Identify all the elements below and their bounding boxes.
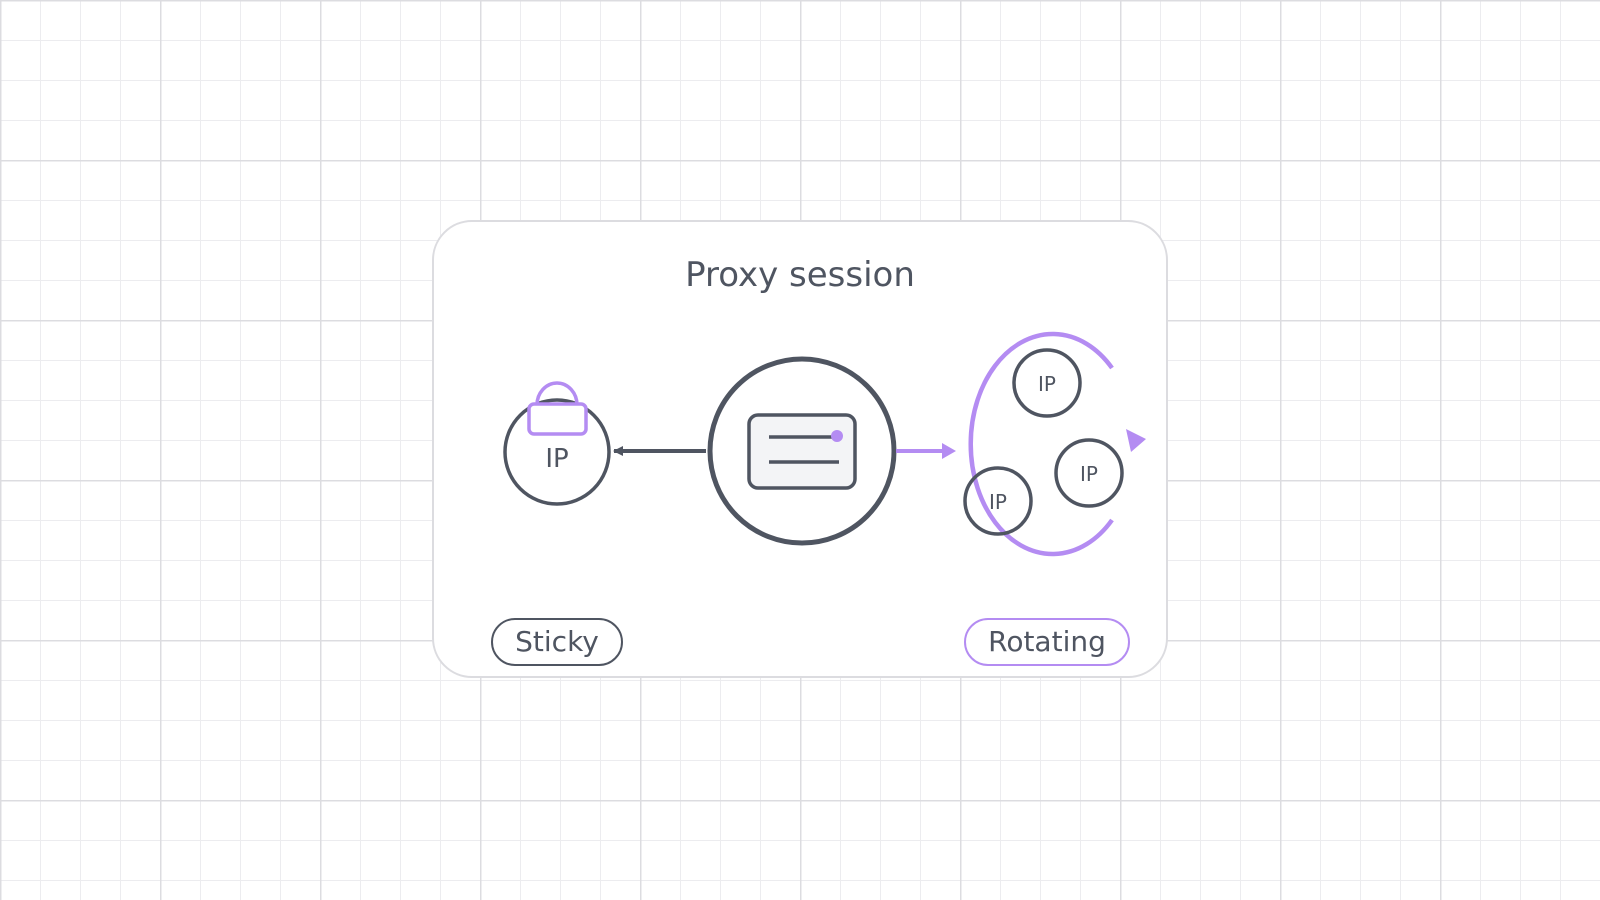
proxy-node — [707, 356, 897, 546]
rotating-badge: Rotating — [964, 618, 1130, 666]
rotating-ip-node: IP — [1054, 438, 1124, 508]
rotating-ip-label: IP — [1080, 462, 1098, 486]
proxy-diagram: IP — [503, 331, 1146, 557]
cycle-arrow-icon — [968, 331, 1146, 557]
server-icon — [747, 413, 857, 490]
sticky-ip-label: IP — [545, 444, 568, 474]
rotating-arrow — [896, 443, 956, 459]
diagram-title: Proxy session — [685, 255, 915, 295]
rotating-ip-label: IP — [1038, 372, 1056, 396]
lock-icon — [527, 381, 588, 436]
sticky-badge: Sticky — [491, 618, 623, 666]
rotating-ip-pool: IP IP IP — [963, 331, 1146, 557]
rotating-ip-node: IP — [963, 466, 1033, 536]
rotating-ip-label: IP — [989, 490, 1007, 514]
sticky-ip-group: IP — [503, 381, 611, 506]
proxy-session-card: Proxy session IP — [432, 220, 1168, 678]
rotating-ip-node: IP — [1012, 348, 1082, 418]
